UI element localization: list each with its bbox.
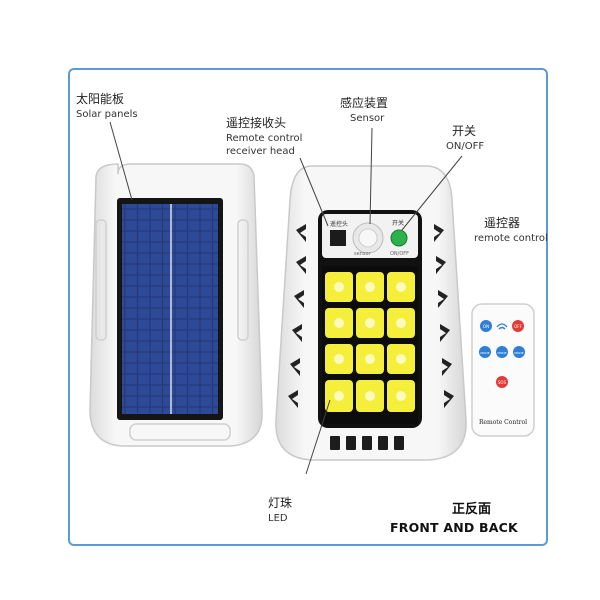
- remote-control-device: ON OFF MODE MODE MODE SOS Remote Control: [471, 303, 535, 437]
- solar-label-en: Solar panels: [76, 109, 138, 120]
- receiver-label-cn: 遥控接收头: [226, 116, 287, 130]
- remote-off-button: [512, 320, 524, 332]
- remote-label-cn: 遥控器: [484, 216, 521, 230]
- svg-text:遥控头: 遥控头: [330, 220, 348, 228]
- svg-text:ON/OFF: ON/OFF: [390, 251, 409, 257]
- svg-text:sensor: sensor: [354, 251, 372, 257]
- sensor-label-cn: 感应装置: [340, 96, 389, 110]
- svg-text:SOS: SOS: [498, 380, 507, 385]
- switch-label-cn: 开关: [452, 124, 477, 138]
- svg-text:MODE: MODE: [480, 351, 489, 355]
- led-grid: [322, 266, 418, 424]
- remote-mode-button-2: [496, 346, 508, 358]
- led-label-en: LED: [268, 513, 288, 524]
- power-switch: [390, 229, 408, 247]
- svg-text:开关: 开关: [392, 219, 404, 227]
- remote-mode-button-3: [513, 346, 525, 358]
- caption-cn: 正反面: [452, 502, 492, 517]
- svg-text:MODE: MODE: [514, 351, 523, 355]
- remote-on-button: [480, 320, 492, 332]
- svg-text:OFF: OFF: [514, 324, 522, 329]
- svg-text:MODE: MODE: [497, 351, 506, 355]
- svg-text:Remote Control: Remote Control: [479, 419, 527, 426]
- receiver-label-en-2: receiver head: [226, 146, 295, 157]
- switch-label-en: ON/OFF: [446, 141, 485, 152]
- wifi-icon: [496, 323, 508, 330]
- caption-en: FRONT AND BACK: [390, 520, 518, 535]
- remote-mode-button-1: [479, 346, 491, 358]
- product-frame: [68, 68, 548, 546]
- callout-lines: [109, 121, 463, 475]
- remote-sos-button: [496, 376, 508, 388]
- svg-text:ON: ON: [483, 324, 489, 329]
- led-label-cn: 灯珠: [268, 496, 293, 510]
- led-side-unit: 遥控头 sensor 开关 ON/OFF: [275, 165, 467, 461]
- solar-label-cn: 太阳能板: [76, 92, 125, 106]
- receiver-label-en-1: Remote control: [226, 133, 303, 144]
- solar-side-unit: [89, 163, 263, 447]
- receiver-head: [330, 230, 346, 246]
- remote-label-en: remote control: [474, 233, 548, 244]
- sensor-label-en: Sensor: [350, 113, 385, 124]
